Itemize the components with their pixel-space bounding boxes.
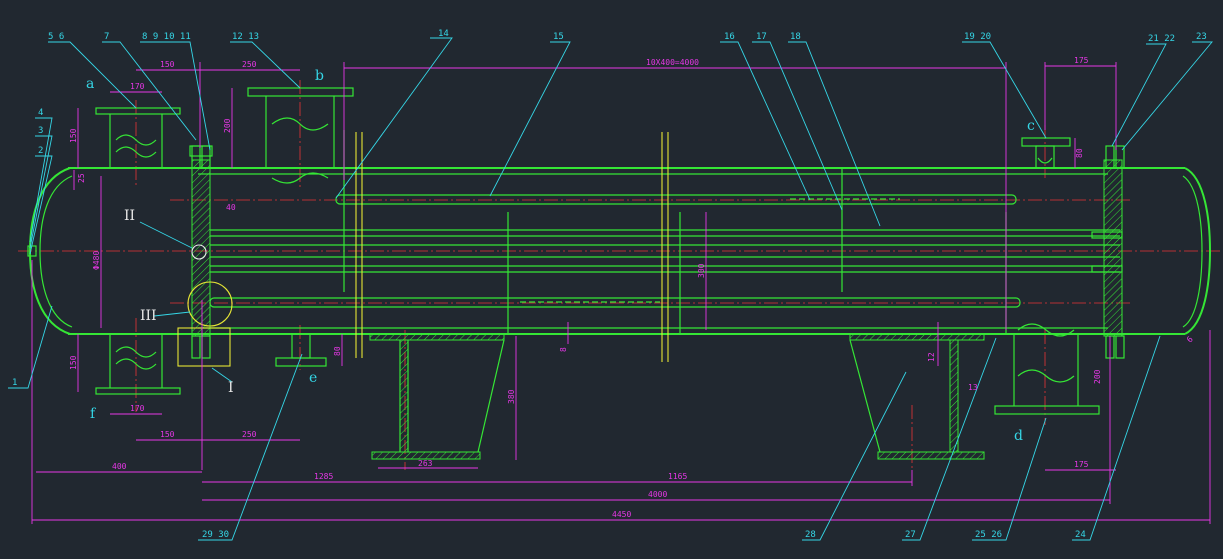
dim-150-vertical: 150 <box>69 128 78 143</box>
nozzle-c <box>1021 137 1071 169</box>
part-label-16: 16 <box>724 32 735 42</box>
leader-lines <box>8 37 1213 541</box>
nozzle-a <box>95 107 213 168</box>
nozzle-b <box>247 87 354 184</box>
dim-200-vertical: 200 <box>223 118 232 133</box>
right-tubesheet <box>1103 145 1125 359</box>
part-label-15: 15 <box>553 32 564 42</box>
part-label-28: 28 <box>805 530 816 540</box>
dim-40: 40 <box>226 203 236 212</box>
detail-label-iii: III <box>140 308 157 324</box>
dim-diameter: Φ480 <box>92 251 101 270</box>
nozzle-f <box>95 334 181 395</box>
dim-150-top: 150 <box>160 60 175 69</box>
left-saddle <box>369 333 505 460</box>
part-label-21-22: 21 22 <box>1148 34 1175 44</box>
dim-175-bottom: 175 <box>1074 460 1089 469</box>
part-numbers: 5 6 7 8 9 10 11 12 13 14 15 16 17 18 19 … <box>12 29 1207 540</box>
dim-300: 300 <box>697 263 706 278</box>
shell <box>27 167 1212 335</box>
dim-8: 8 <box>559 347 568 352</box>
part-label-25-26: 25 26 <box>975 530 1002 540</box>
part-label-3: 3 <box>38 126 43 136</box>
dim-4000: 4000 <box>648 490 667 499</box>
nozzle-label-b: b <box>315 68 324 84</box>
nozzle-letters: a b c d e f <box>86 68 1035 444</box>
dim-12: 12 <box>927 352 936 362</box>
nozzle-label-d: d <box>1014 428 1023 444</box>
dim-150-bottom: 150 <box>160 430 175 439</box>
dim-25: 25 <box>77 173 86 183</box>
part-label-14: 14 <box>438 29 449 39</box>
detail-markers <box>177 244 233 470</box>
dim-170-bottom: 170 <box>130 404 145 413</box>
baffles <box>343 130 1123 362</box>
dim-200-right: 200 <box>1093 369 1102 384</box>
dim-250-top: 250 <box>242 60 257 69</box>
nozzle-label-a: a <box>86 76 94 92</box>
detail-labels: II III I <box>124 208 234 396</box>
dim-150-bottom-vertical: 150 <box>69 355 78 370</box>
part-label-17: 17 <box>756 32 767 42</box>
nozzle-label-e: e <box>309 370 317 386</box>
dim-263: 263 <box>418 459 433 468</box>
part-label-7: 7 <box>104 32 109 42</box>
part-label-5-6: 5 6 <box>48 32 64 42</box>
dim-6: 6 <box>1185 335 1195 345</box>
part-label-2: 2 <box>38 146 43 156</box>
nozzle-label-c: c <box>1027 118 1035 134</box>
dimension-lines <box>31 62 1211 524</box>
dim-400: 400 <box>112 462 127 471</box>
part-label-18: 18 <box>790 32 801 42</box>
part-label-8-11: 8 9 10 11 <box>142 32 191 42</box>
dim-175-top: 175 <box>1074 56 1089 65</box>
part-label-29-30: 29 30 <box>202 530 229 540</box>
detail-label-ii: II <box>124 208 135 224</box>
dim-10x400: 10X400=4000 <box>646 58 699 67</box>
dim-4450: 4450 <box>612 510 631 519</box>
dim-250-bottom: 250 <box>242 430 257 439</box>
part-label-24: 24 <box>1075 530 1086 540</box>
dim-1165: 1165 <box>668 472 687 481</box>
dim-170-top: 170 <box>130 82 145 91</box>
left-tubesheet <box>191 145 211 359</box>
dim-13: 13 <box>968 383 978 392</box>
part-label-1: 1 <box>12 378 17 388</box>
dim-380: 380 <box>507 389 516 404</box>
right-saddle <box>849 333 985 460</box>
part-label-4: 4 <box>38 108 43 118</box>
part-label-27: 27 <box>905 530 916 540</box>
part-label-23: 23 <box>1196 32 1207 42</box>
detail-label-i: I <box>228 380 234 396</box>
part-label-12-13: 12 13 <box>232 32 259 42</box>
dim-80-right: 80 <box>1075 148 1084 158</box>
center-lines <box>18 80 1220 470</box>
nozzle-e <box>275 333 327 367</box>
part-label-19-20: 19 20 <box>964 32 991 42</box>
nozzle-label-f: f <box>90 406 97 422</box>
nozzle-d <box>994 323 1100 415</box>
dimension-texts: 150 250 10X400=4000 175 170 150 200 25 4… <box>69 56 1195 519</box>
dim-1285: 1285 <box>314 472 333 481</box>
dim-80-e: 80 <box>333 346 342 356</box>
